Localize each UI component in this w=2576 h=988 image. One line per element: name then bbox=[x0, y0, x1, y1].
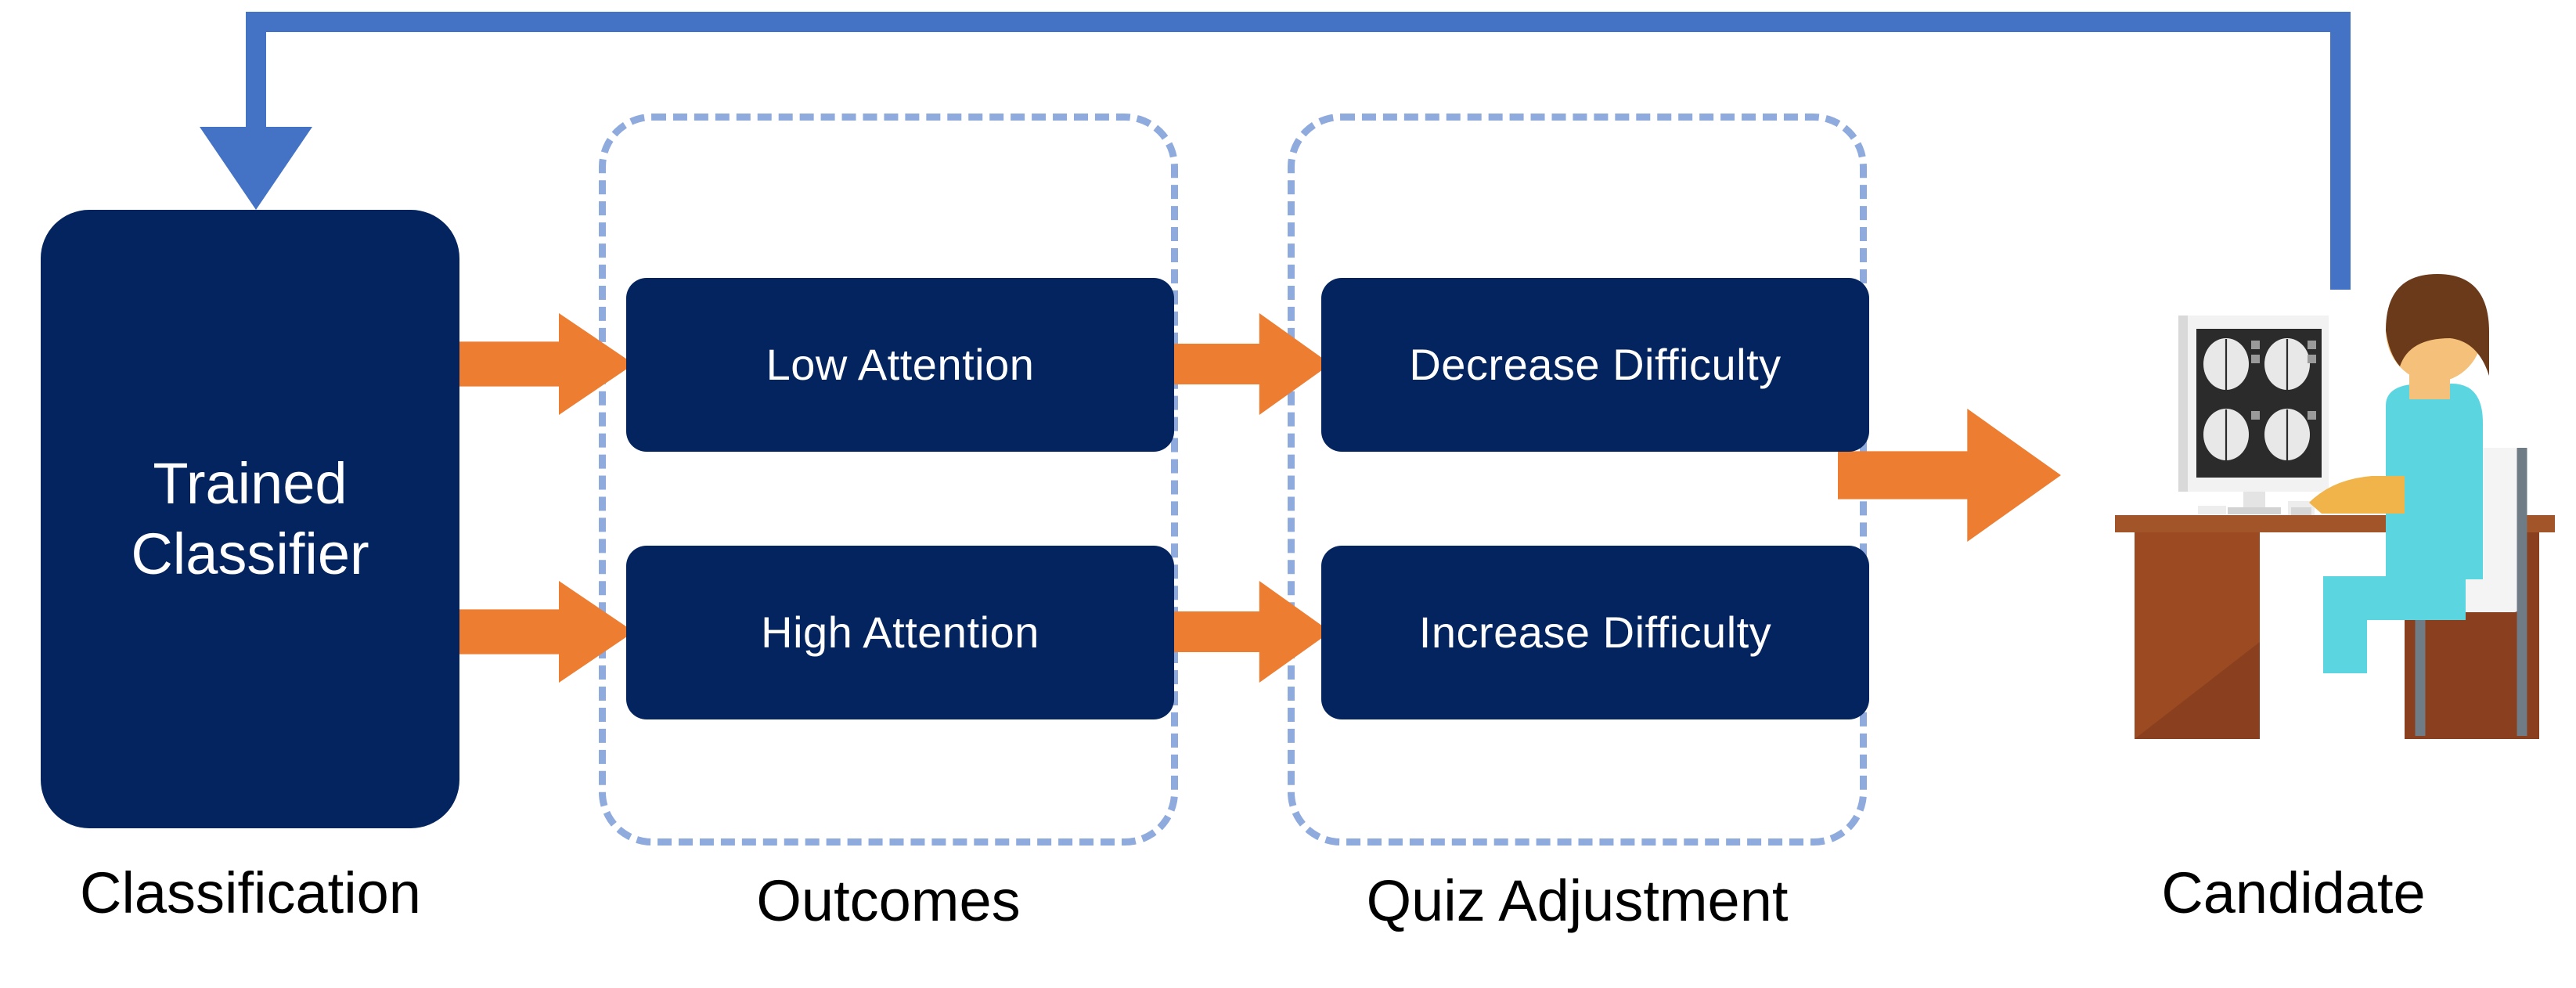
high-attention-node[interactable]: High Attention bbox=[626, 546, 1174, 719]
caption-candidate: Candidate bbox=[2161, 860, 2426, 925]
quiz-adjustment-to-candidate-arrow bbox=[1838, 409, 2061, 542]
quiz-adjustment-group-container bbox=[1288, 114, 1867, 846]
caption-quiz-adjustment: Quiz Adjustment bbox=[1366, 868, 1789, 933]
low-attention-label: Low Attention bbox=[766, 339, 1035, 389]
decrease-difficulty-node[interactable]: Decrease Difficulty bbox=[1321, 278, 1869, 452]
outcomes-group-container bbox=[599, 114, 1178, 846]
high-attention-label: High Attention bbox=[761, 607, 1039, 657]
low-attention-node[interactable]: Low Attention bbox=[626, 278, 1174, 452]
increase-difficulty-label: Increase Difficulty bbox=[1418, 607, 1772, 657]
trained-classifier-label: Trained Classifier bbox=[131, 450, 369, 586]
person-at-desk-viewing-brain-scans-icon bbox=[2115, 274, 2555, 739]
trained-classifier-node[interactable]: Trained Classifier bbox=[41, 210, 459, 828]
increase-difficulty-node[interactable]: Increase Difficulty bbox=[1321, 546, 1869, 719]
caption-classification: Classification bbox=[80, 860, 421, 925]
caption-outcomes: Outcomes bbox=[756, 868, 1021, 933]
decrease-difficulty-label: Decrease Difficulty bbox=[1409, 339, 1782, 389]
